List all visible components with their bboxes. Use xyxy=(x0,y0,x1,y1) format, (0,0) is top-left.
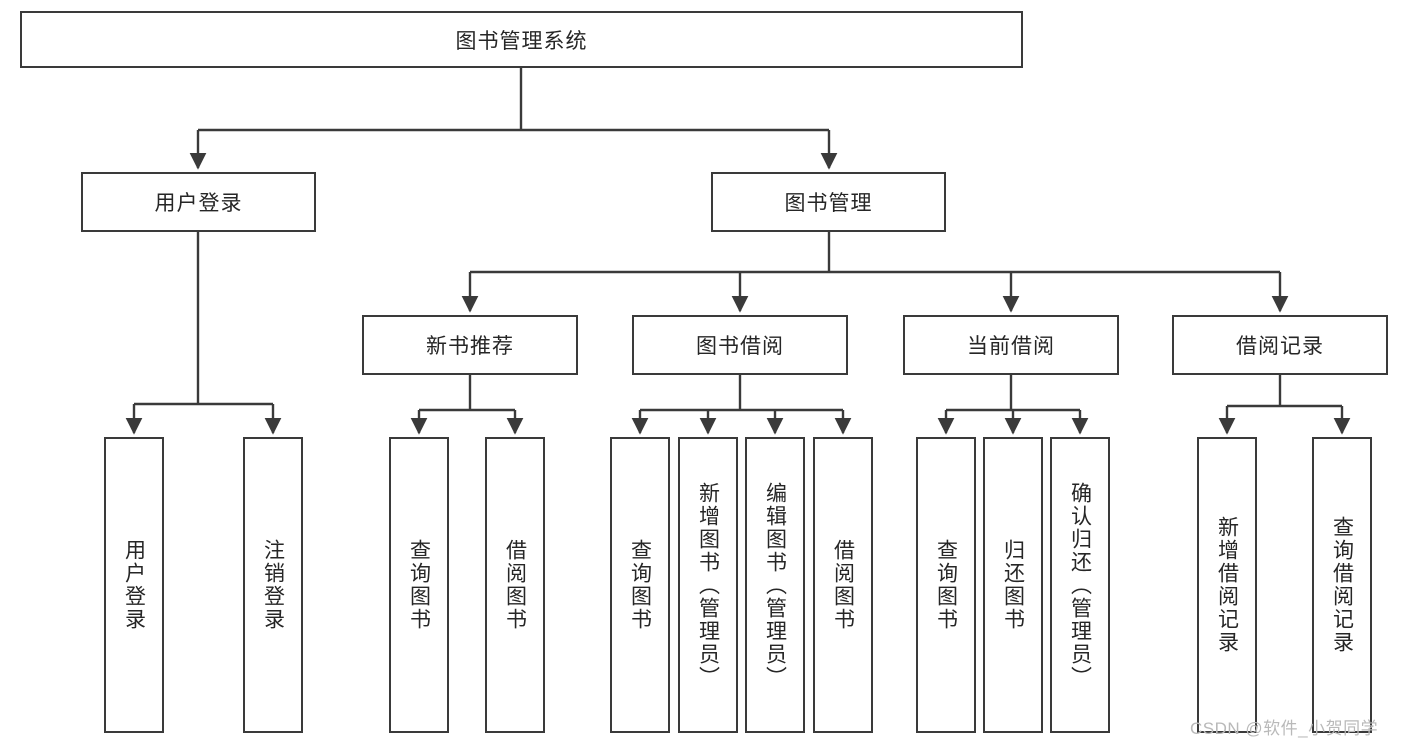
node-user-login-label: 用户登录 xyxy=(154,192,243,215)
node-new-book-recommend-label: 新书推荐 xyxy=(426,335,514,358)
node-book-borrow-label: 图书借阅 xyxy=(696,335,784,358)
node-book-manage-label: 图书管理 xyxy=(784,192,873,215)
leaf-query-record-label: 查询借阅记录 xyxy=(1330,516,1354,654)
leaf-borrow-book-1[interactable]: 借阅图书 xyxy=(485,437,545,733)
node-borrow-record-label: 借阅记录 xyxy=(1236,335,1324,358)
node-borrow-record[interactable]: 借阅记录 xyxy=(1172,315,1388,375)
node-current-borrow-label: 当前借阅 xyxy=(967,335,1055,358)
leaf-user-logout-label: 注销登录 xyxy=(261,539,285,631)
node-current-borrow[interactable]: 当前借阅 xyxy=(903,315,1119,375)
leaf-return-book-label: 归还图书 xyxy=(1001,539,1025,631)
leaf-borrow-book-2[interactable]: 借阅图书 xyxy=(813,437,873,733)
leaf-query-book-1-label: 查询图书 xyxy=(407,539,431,631)
node-new-book-recommend[interactable]: 新书推荐 xyxy=(362,315,578,375)
leaf-confirm-return[interactable]: 确认归还（管理员） xyxy=(1050,437,1110,733)
node-root-label: 图书管理系统 xyxy=(455,29,588,53)
leaf-query-book-2-label: 查询图书 xyxy=(628,539,652,631)
node-root[interactable]: 图书管理系统 xyxy=(20,11,1023,68)
leaf-add-record[interactable]: 新增借阅记录 xyxy=(1197,437,1257,733)
leaf-return-book[interactable]: 归还图书 xyxy=(983,437,1043,733)
leaf-add-book-label: 新增图书（管理员） xyxy=(696,481,720,689)
leaf-query-book-2[interactable]: 查询图书 xyxy=(610,437,670,733)
leaf-edit-book-label: 编辑图书（管理员） xyxy=(763,481,787,689)
leaf-borrow-book-2-label: 借阅图书 xyxy=(831,539,855,631)
node-book-manage[interactable]: 图书管理 xyxy=(711,172,946,232)
leaf-user-logout[interactable]: 注销登录 xyxy=(243,437,303,733)
leaf-borrow-book-1-label: 借阅图书 xyxy=(503,539,527,631)
leaf-add-book[interactable]: 新增图书（管理员） xyxy=(678,437,738,733)
leaf-query-book-3-label: 查询图书 xyxy=(934,539,958,631)
leaf-user-login[interactable]: 用户登录 xyxy=(104,437,164,733)
leaf-confirm-return-label: 确认归还（管理员） xyxy=(1068,481,1092,689)
node-book-borrow[interactable]: 图书借阅 xyxy=(632,315,848,375)
leaf-add-record-label: 新增借阅记录 xyxy=(1215,516,1239,654)
leaf-query-book-1[interactable]: 查询图书 xyxy=(389,437,449,733)
leaf-edit-book[interactable]: 编辑图书（管理员） xyxy=(745,437,805,733)
node-user-login[interactable]: 用户登录 xyxy=(81,172,316,232)
leaf-query-record[interactable]: 查询借阅记录 xyxy=(1312,437,1372,733)
leaf-query-book-3[interactable]: 查询图书 xyxy=(916,437,976,733)
csdn-watermark: CSDN @软件_小贺同学 xyxy=(1190,719,1379,738)
leaf-user-login-label: 用户登录 xyxy=(122,539,146,631)
